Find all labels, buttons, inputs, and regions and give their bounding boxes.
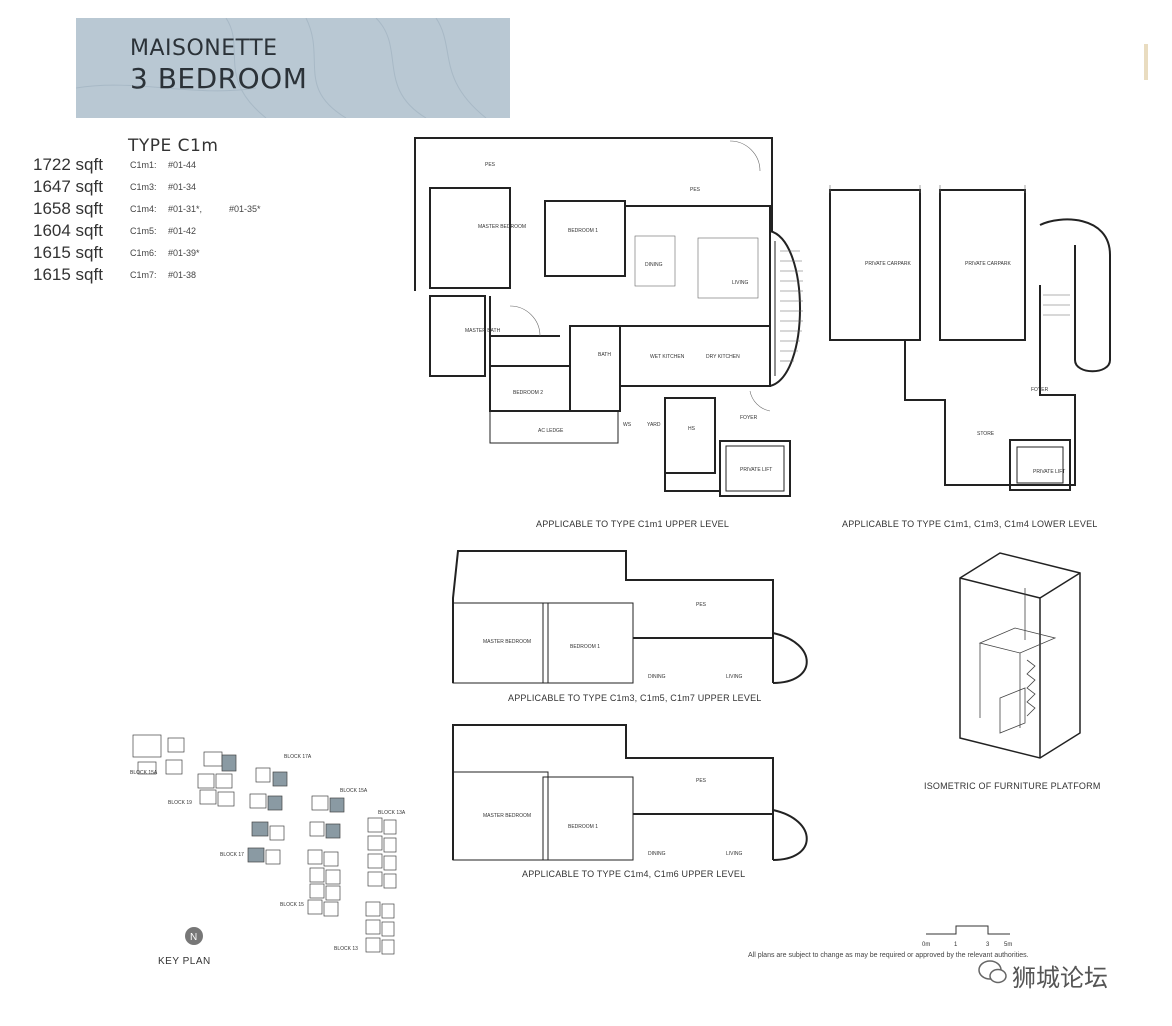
block-label: BLOCK 13 bbox=[334, 946, 358, 952]
unit-code: C1m3: bbox=[130, 182, 157, 192]
unit-numbers: #01-42 bbox=[168, 226, 197, 236]
unit-code: C1m5: bbox=[130, 226, 157, 236]
room-label: PRIVATE CARPARK bbox=[865, 261, 912, 267]
type-title: TYPE C1m bbox=[128, 136, 219, 156]
room-label: WET KITCHEN bbox=[650, 354, 685, 360]
wechat-icon bbox=[978, 960, 1007, 984]
unit-code: C1m7: bbox=[130, 270, 157, 280]
caption-plan4: APPLICABLE TO TYPE C1m4, C1m6 UPPER LEVE… bbox=[522, 869, 746, 879]
unit-size: 1658 sqft bbox=[33, 199, 103, 218]
room-label: LIVING bbox=[732, 280, 749, 286]
room-label: PRIVATE LIFT bbox=[1033, 469, 1065, 475]
key-plan-label: KEY PLAN bbox=[158, 956, 211, 967]
unit-numbers: #01-44 bbox=[168, 160, 197, 170]
room-label: DINING bbox=[645, 262, 663, 268]
room-label: PRIVATE CARPARK bbox=[965, 261, 1012, 267]
room-label: WS bbox=[623, 422, 632, 428]
unit-size: 1615 sqft bbox=[33, 243, 103, 262]
block-label: BLOCK 15A bbox=[340, 788, 368, 794]
room-label: STORE bbox=[977, 431, 995, 437]
room-label: MASTER BATH bbox=[465, 328, 501, 334]
unit-code: C1m4: bbox=[130, 204, 157, 214]
block-label: BLOCK 15 bbox=[280, 902, 304, 908]
upper-level-plan-c1m3: MASTER BEDROOM BEDROOM 1 PES DINING LIVI… bbox=[452, 550, 808, 684]
upper-level-floor-plan: PES PES MASTER BEDROOM BEDROOM 1 DINING … bbox=[414, 137, 803, 497]
room-label: DINING bbox=[648, 674, 666, 680]
unit-code: C1m6: bbox=[130, 248, 157, 258]
room-label: BEDROOM 1 bbox=[570, 644, 600, 650]
room-label: AC LEDGE bbox=[538, 428, 564, 434]
room-label: MASTER BEDROOM bbox=[483, 813, 531, 819]
banner-contour-pattern bbox=[76, 18, 487, 118]
unit-size: 1722 sqft bbox=[33, 155, 103, 174]
unit-size: 1615 sqft bbox=[33, 265, 103, 284]
room-label: LIVING bbox=[726, 851, 743, 857]
block-label: BLOCK 17A bbox=[284, 754, 312, 760]
scale-tick: 1 bbox=[954, 942, 958, 948]
banner-title-line1: MAISONETTE bbox=[130, 36, 278, 61]
caption-isometric: ISOMETRIC OF FURNITURE PLATFORM bbox=[924, 781, 1101, 791]
room-label: BEDROOM 1 bbox=[568, 824, 598, 830]
unit-numbers: #01-39* bbox=[168, 248, 200, 258]
unit-size: 1647 sqft bbox=[33, 177, 103, 196]
unit-code: C1m1: bbox=[130, 160, 157, 170]
isometric-furniture-platform bbox=[959, 552, 1081, 759]
room-label: LIVING bbox=[726, 674, 743, 680]
room-label: DRY KITCHEN bbox=[706, 354, 740, 360]
unit-numbers-extra: #01-35* bbox=[229, 204, 261, 214]
room-label: PES bbox=[696, 778, 707, 784]
block-label: BLOCK 13A bbox=[378, 810, 406, 816]
room-label: BEDROOM 1 bbox=[568, 228, 598, 234]
room-label: PES bbox=[690, 187, 701, 193]
room-label: FOYER bbox=[1031, 387, 1049, 393]
caption-lower-level: APPLICABLE TO TYPE C1m1, C1m3, C1m4 LOWE… bbox=[842, 519, 1098, 529]
block-label: BLOCK 17 bbox=[220, 852, 244, 858]
scale-bar: 0m 1 3 5m bbox=[922, 925, 1012, 948]
room-label: MASTER BEDROOM bbox=[478, 224, 526, 230]
room-label: BATH bbox=[598, 352, 611, 358]
north-arrow-icon: N bbox=[185, 927, 203, 945]
room-label: PRIVATE LIFT bbox=[740, 467, 772, 473]
room-label: YARD bbox=[647, 422, 661, 428]
room-label: FOYER bbox=[740, 415, 758, 421]
unit-numbers: #01-34 bbox=[168, 182, 197, 192]
lower-level-floor-plan: PRIVATE CARPARK PRIVATE CARPARK FOYER ST… bbox=[829, 185, 1111, 491]
upper-level-plan-c1m4: MASTER BEDROOM BEDROOM 1 PES DINING LIVI… bbox=[452, 724, 808, 861]
watermark-text: 狮城论坛 bbox=[1012, 964, 1108, 992]
room-label: BEDROOM 2 bbox=[513, 390, 543, 396]
caption-upper-level: APPLICABLE TO TYPE C1m1 UPPER LEVEL bbox=[536, 519, 730, 529]
edge-mark bbox=[1144, 44, 1148, 80]
disclaimer-text: All plans are subject to change as may b… bbox=[748, 952, 1029, 959]
room-label: PES bbox=[485, 162, 496, 168]
key-plan-map: BLOCK 15A BLOCK 19 BLOCK 17A BLOCK 15A B… bbox=[130, 734, 406, 955]
room-label: HS bbox=[688, 426, 696, 432]
scale-tick: 3 bbox=[986, 942, 990, 948]
room-label: PES bbox=[696, 602, 707, 608]
block-label: BLOCK 15A bbox=[130, 770, 158, 776]
block-label: BLOCK 19 bbox=[168, 800, 192, 806]
scale-tick: 0m bbox=[922, 942, 930, 948]
unit-size: 1604 sqft bbox=[33, 221, 103, 240]
unit-numbers: #01-31*, bbox=[168, 204, 203, 214]
room-label: MASTER BEDROOM bbox=[483, 639, 531, 645]
room-label: DINING bbox=[648, 851, 666, 857]
scale-tick: 5m bbox=[1004, 942, 1012, 948]
banner-title-line2: 3 BEDROOM bbox=[130, 62, 308, 95]
north-label: N bbox=[190, 932, 197, 943]
unit-numbers: #01-38 bbox=[168, 270, 197, 280]
header-banner: MAISONETTE 3 BEDROOM bbox=[76, 18, 510, 118]
caption-plan3: APPLICABLE TO TYPE C1m3, C1m5, C1m7 UPPE… bbox=[508, 693, 762, 703]
